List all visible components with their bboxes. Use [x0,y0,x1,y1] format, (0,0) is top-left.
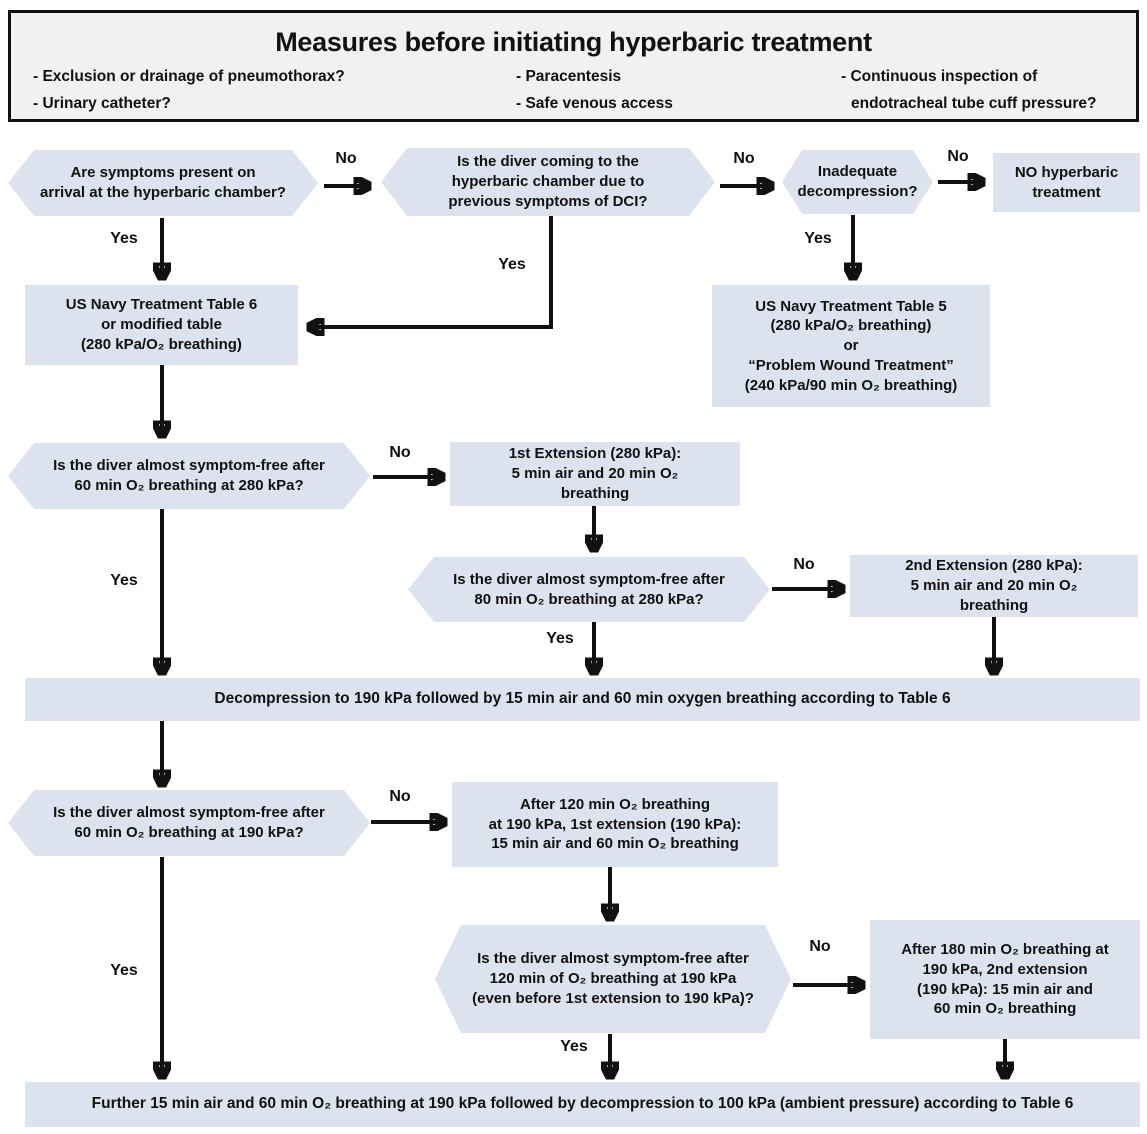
treatment-ext2-190: After 180 min O₂ breathing at 190 kPa, 2… [870,920,1140,1039]
decision-inadequate-decompression: Inadequate decompression? [782,150,933,214]
band-decompression-190: Decompression to 190 kPa followed by 15 … [25,678,1140,721]
treatment-usn-table6: US Navy Treatment Table 6 or modified ta… [25,285,298,365]
edge-label-yes-5: Yes [546,630,574,647]
header-item-paracentesis: - Paracentesis [516,68,622,85]
edge-label-yes-3: Yes [804,230,832,247]
outcome-no-hyperbaric-treatment: NO hyperbaric treatment [993,153,1140,212]
edge-label-yes-6: Yes [110,962,138,979]
edge-label-no-5: No [793,556,815,573]
decision-symptoms-on-arrival: Are symptoms present on arrival at the h… [8,150,318,216]
treatment-ext2-280: 2nd Extension (280 kPa): 5 min air and 2… [850,555,1138,617]
header-item-pneumothorax: - Exclusion or drainage of pneumothorax? [33,68,345,85]
header-item-cuff-pressure-2: endotracheal tube cuff pressure? [851,95,1097,112]
edge-label-no-6: No [389,788,411,805]
header-item-cuff-pressure-1: - Continuous inspection of [841,68,1038,85]
edge-label-no-3: No [947,148,969,165]
header-item-urinary-catheter: - Urinary catheter? [33,95,171,112]
treatment-usn-table5: US Navy Treatment Table 5 (280 kPa/O₂ br… [712,285,990,407]
header-title: Measures before initiating hyperbaric tr… [275,27,872,57]
decision-symptom-free-80min-280: Is the diver almost symptom-free after 8… [408,557,770,622]
decision-diver-coming-dci: Is the diver coming to the hyperbaric ch… [381,148,715,216]
edge-label-no-7: No [809,938,831,955]
header-box: Measures before initiating hyperbaric tr… [8,10,1139,122]
edge-label-no-1: No [335,150,357,167]
edge-label-yes-2: Yes [498,256,526,273]
band-final-decompression: Further 15 min air and 60 min O₂ breathi… [25,1082,1140,1127]
edge-label-yes-4: Yes [110,572,138,589]
edge-label-yes-1: Yes [110,230,138,247]
edge-label-no-4: No [389,444,411,461]
edge-label-yes-7: Yes [560,1038,588,1055]
treatment-ext1-280: 1st Extension (280 kPa): 5 min air and 2… [450,442,740,506]
decision-symptom-free-60min-190: Is the diver almost symptom-free after 6… [8,790,370,856]
treatment-ext1-190: After 120 min O₂ breathing at 190 kPa, 1… [452,782,778,867]
decision-symptom-free-120min-190: Is the diver almost symptom-free after 1… [435,925,791,1033]
edge-label-no-2: No [733,150,755,167]
header-item-venous-access: - Safe venous access [516,95,673,112]
decision-symptom-free-60min-280: Is the diver almost symptom-free after 6… [8,443,370,509]
